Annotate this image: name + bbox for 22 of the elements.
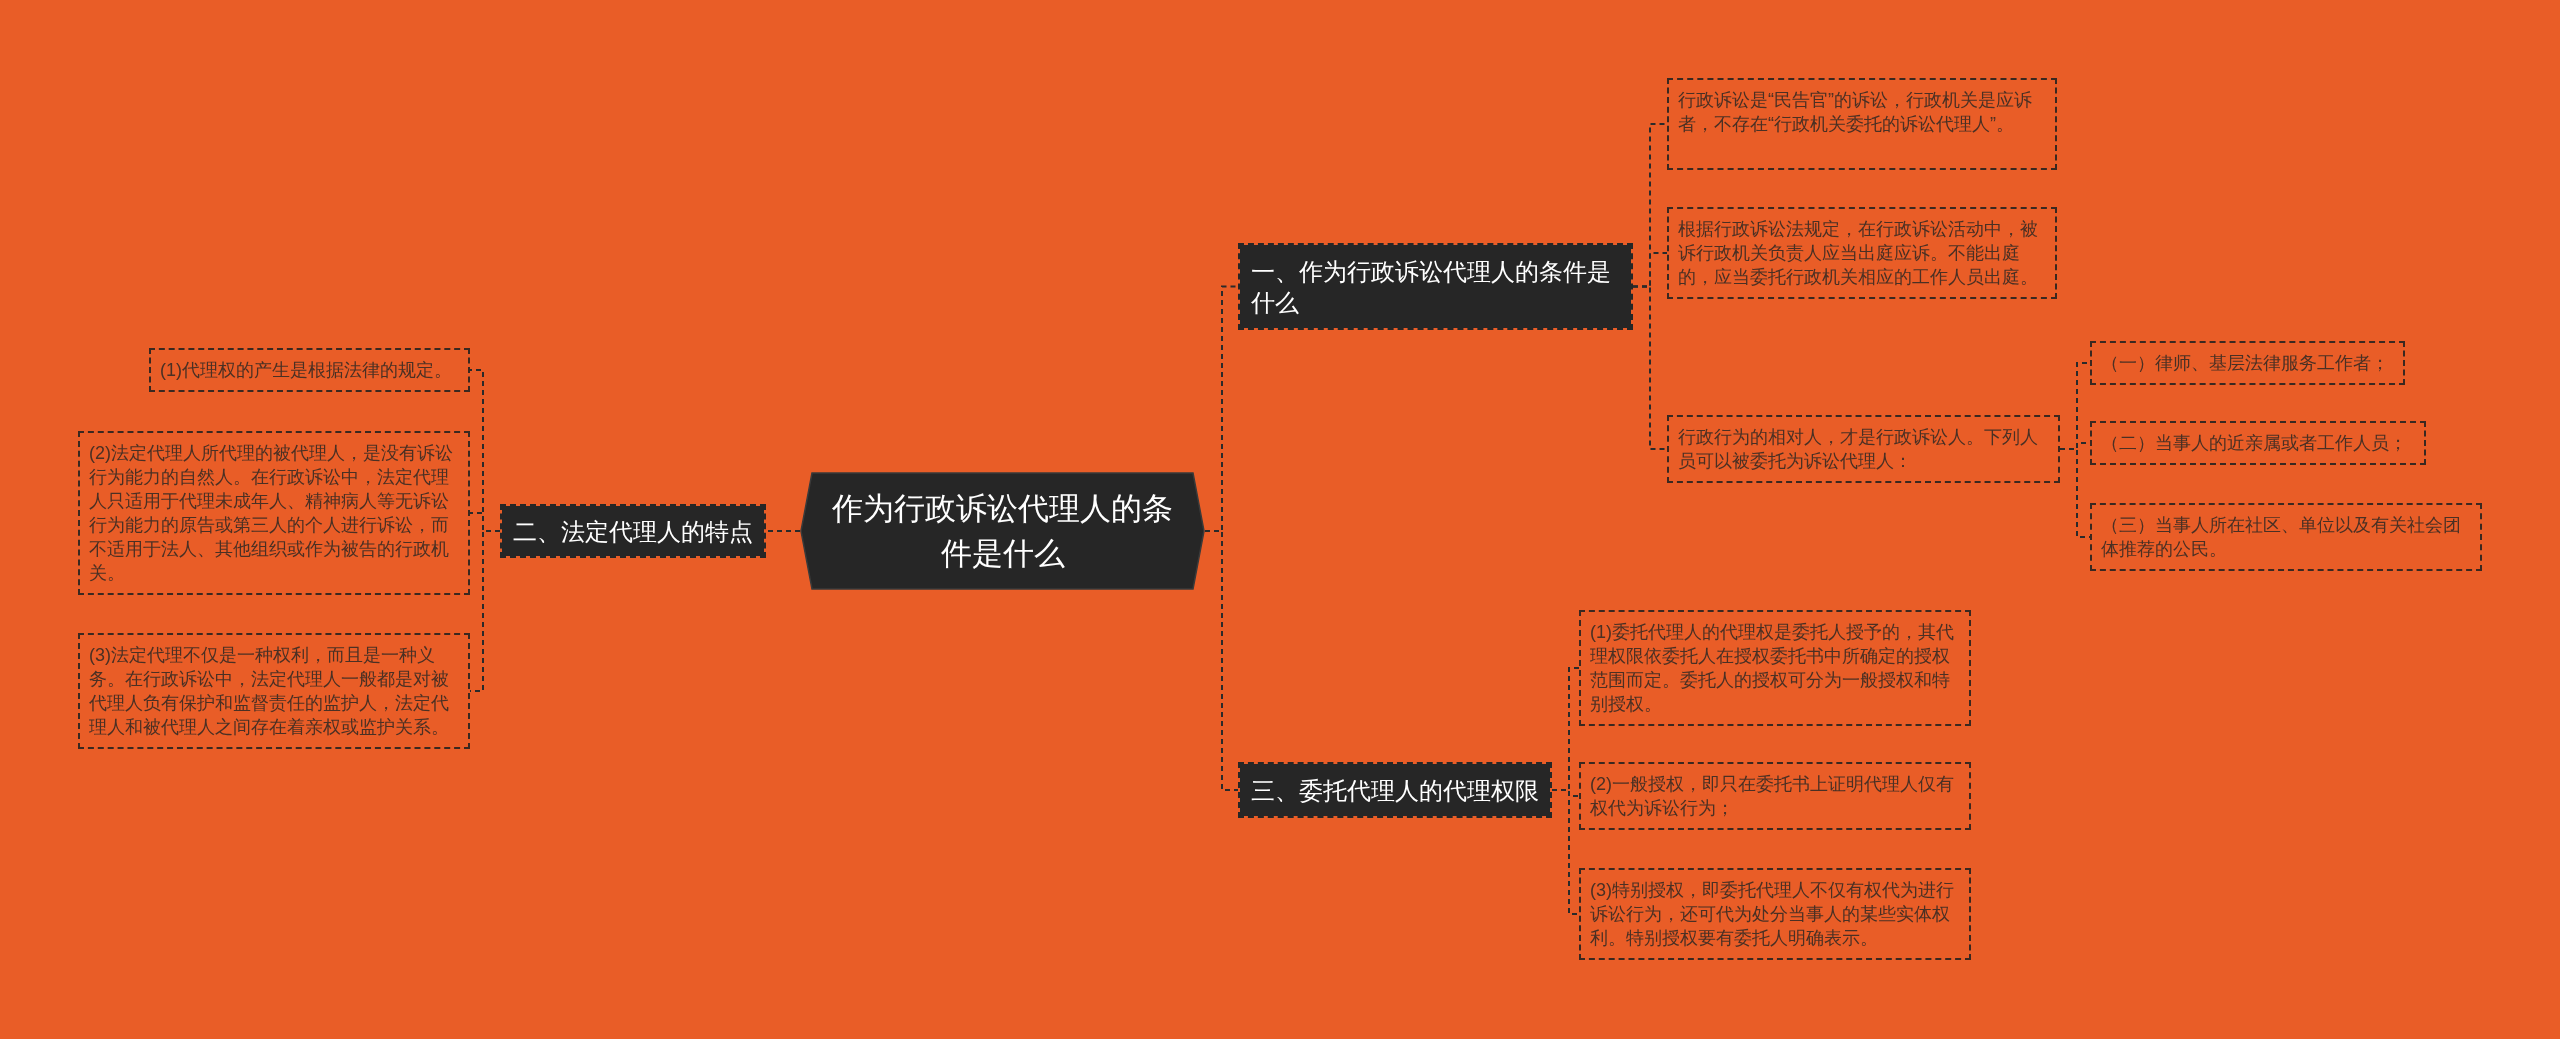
note-box: (2)一般授权，即只在委托书上证明代理人仅有权代为诉讼行为； xyxy=(1579,762,1971,830)
note-box: 根据行政诉讼法规定，在行政诉讼活动中，被诉行政机关负责人应当出庭应诉。不能出庭的，应当委托行政机关相应的工作人员出庭。 xyxy=(1667,207,2057,299)
note-box: (2)法定代理人所代理的被代理人，是没有诉讼行为能力的自然人。在行政诉讼中，法定代理人只适用于代理未成年人、精神病人等无诉讼行为能力的原告或第三人的个人进行诉讼，而不适用于法人、其他组织或作为被告的行政机关。 xyxy=(78,431,470,595)
topic-box: 一、作为行政诉讼代理人的条件是什么 xyxy=(1238,243,1633,330)
note-box: （一）律师、基层法律服务工作者； xyxy=(2090,341,2405,385)
connector-line xyxy=(765,530,801,532)
note-box: 行政行为的相对人，才是行政诉讼人。下列人员可以被委托为诉讼代理人： xyxy=(1667,415,2060,483)
topic-box: 二、法定代理人的特点 xyxy=(500,504,766,558)
note-box: (1)委托代理人的代理权是委托人授予的，其代理权限依委托人在授权委托书中所确定的授权范围而定。委托人的授权可分为一般授权和特别授权。 xyxy=(1579,610,1971,726)
connector-line xyxy=(2059,448,2091,538)
note-box: (1)代理权的产生是根据法律的规定。 xyxy=(149,348,470,392)
note-box: (3)法定代理不仅是一种权利，而且是一种义务。在行政诉讼中，法定代理人一般都是对被代理人负有保护和监督责任的监护人，法定代理人和被代理人之间存在着亲权或监护关系。 xyxy=(78,633,470,749)
connector-line xyxy=(1551,789,1580,915)
note-box: (3)特别授权，即委托代理人不仅有权代为进行诉讼行为，还可代为处分当事人的某些实体权利。特别授权要有委托人明确表示。 xyxy=(1579,868,1971,960)
central-topic: 作为行政诉讼代理人的条件是什么 xyxy=(800,472,1205,590)
connector-line xyxy=(1204,530,1239,791)
topic-box: 三、委托代理人的代理权限 xyxy=(1238,762,1552,818)
note-box: 行政诉讼是“民告官”的诉讼，行政机关是应诉者，不存在“行政机关委托的诉讼代理人”。 xyxy=(1667,78,2057,170)
connector-line xyxy=(1632,285,1668,450)
note-box: （二）当事人的近亲属或者工作人员； xyxy=(2090,421,2426,465)
note-box: （三）当事人所在社区、单位以及有关社会团体推荐的公民。 xyxy=(2090,503,2482,571)
connector-line xyxy=(469,530,501,692)
